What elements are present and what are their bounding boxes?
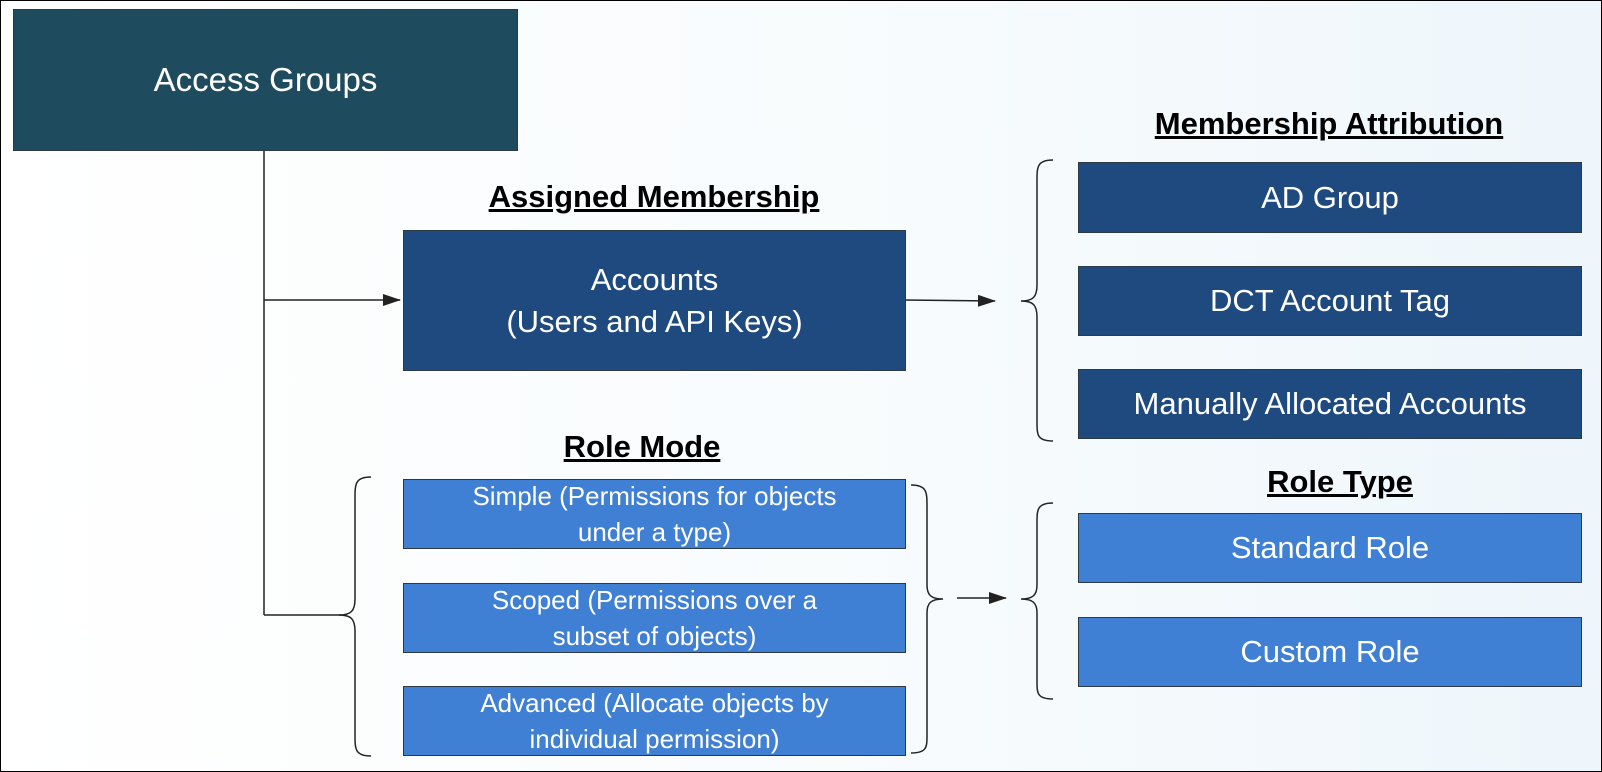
brace-membership-attribution bbox=[1020, 159, 1054, 442]
role-type-standard: Standard Role bbox=[1078, 513, 1582, 583]
brace-role-mode-right bbox=[910, 484, 944, 754]
role-type-custom-label: Custom Role bbox=[1240, 634, 1420, 669]
attribution-ad-group: AD Group bbox=[1078, 162, 1582, 233]
membership-attribution-heading: Membership Attribution bbox=[1154, 106, 1504, 141]
attribution-manually-allocated: Manually Allocated Accounts bbox=[1078, 369, 1582, 439]
brace-role-type bbox=[1020, 502, 1054, 700]
arrow-to-attribution bbox=[903, 294, 996, 307]
role-type-custom: Custom Role bbox=[1078, 617, 1582, 687]
role-mode-heading: Role Mode bbox=[563, 429, 721, 464]
accounts-label: Accounts (Users and API Keys) bbox=[506, 261, 803, 339]
attribution-dct-account-tag-label: DCT Account Tag bbox=[1209, 283, 1451, 318]
role-mode-advanced-label: Advanced (Allocate objects by individual… bbox=[480, 688, 829, 754]
role-type-heading: Role Type bbox=[1267, 464, 1413, 499]
role-mode-simple-label: Simple (Permissions for objects under a … bbox=[472, 481, 837, 547]
accounts-node: Accounts (Users and API Keys) bbox=[403, 230, 906, 371]
assigned-membership-heading: Assigned Membership bbox=[488, 179, 820, 214]
attribution-ad-group-label: AD Group bbox=[1261, 179, 1399, 215]
role-mode-scoped-label: Scoped (Permissions over a subset of obj… bbox=[491, 585, 818, 651]
attribution-manually-allocated-label: Manually Allocated Accounts bbox=[1133, 386, 1527, 421]
role-mode-scoped: Scoped (Permissions over a subset of obj… bbox=[403, 583, 906, 653]
brace-role-mode-left bbox=[338, 476, 372, 757]
role-type-standard-label: Standard Role bbox=[1230, 530, 1430, 565]
attribution-dct-account-tag: DCT Account Tag bbox=[1078, 266, 1582, 336]
role-mode-simple: Simple (Permissions for objects under a … bbox=[403, 479, 906, 549]
role-mode-advanced: Advanced (Allocate objects by individual… bbox=[403, 686, 906, 756]
access-groups-node: Access Groups bbox=[13, 9, 518, 151]
access-groups-label: Access Groups bbox=[153, 61, 378, 98]
